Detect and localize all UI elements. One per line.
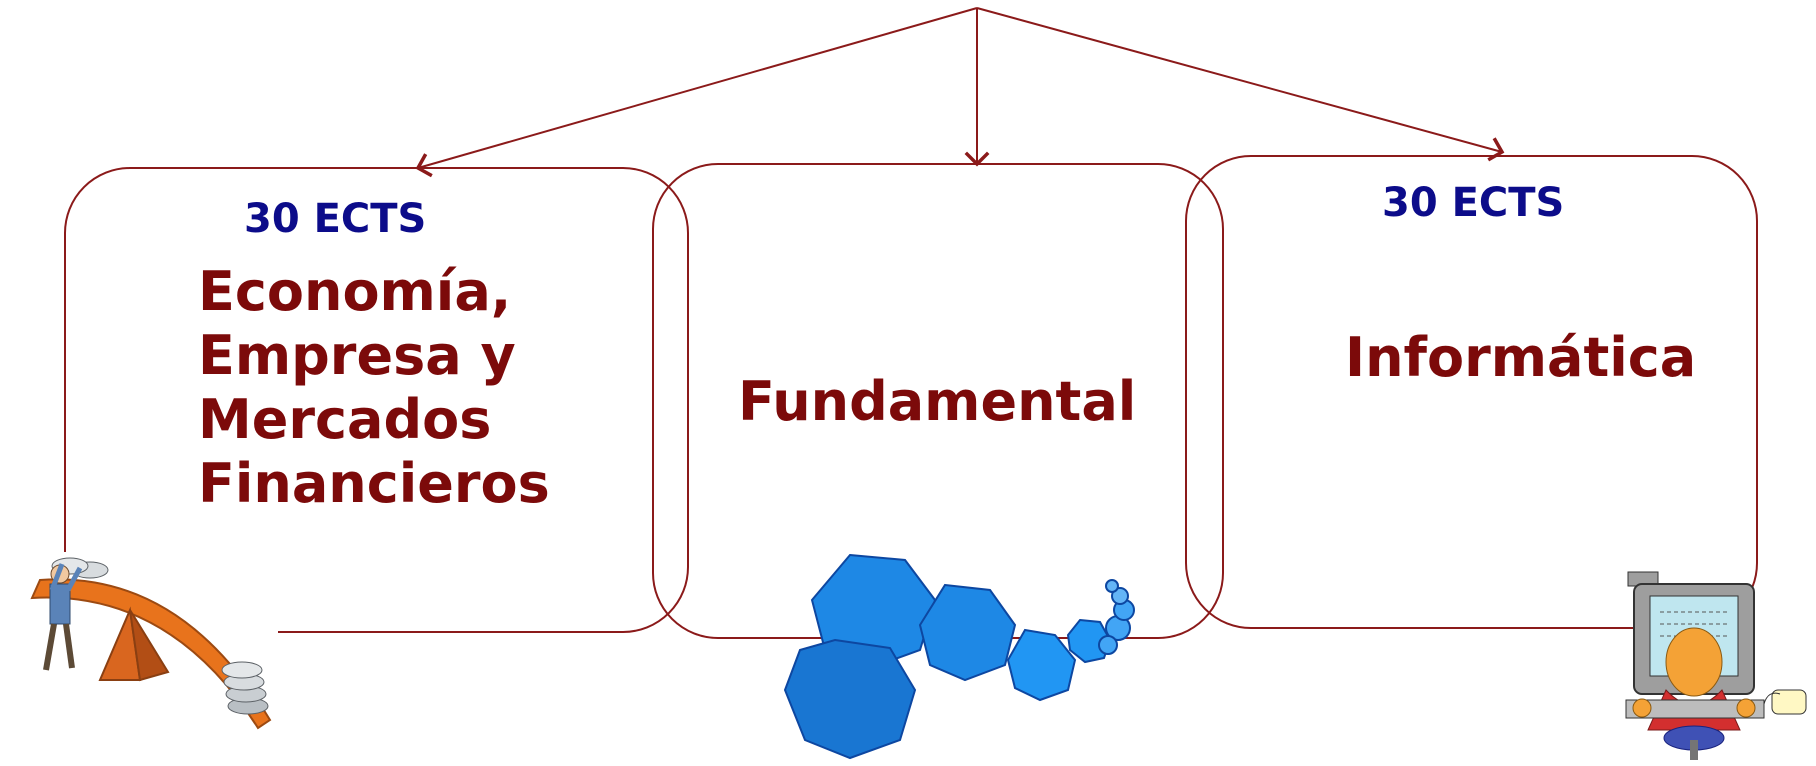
left-box-ects-label: 30 ECTS (244, 196, 427, 242)
arrow-to-right-box (976, 7, 1505, 162)
left-box-title-line: Empresa y (198, 324, 516, 387)
person-at-computer-illustration (1625, 571, 1807, 760)
middle-box-title: Fundamental (738, 370, 1137, 433)
blue-molecule-chain-illustration (783, 553, 1135, 760)
left-box-title: Economía, Empresa y Mercados Financieros (198, 260, 550, 516)
right-box-ects-label: 30 ECTS (1382, 180, 1565, 226)
left-box-title-line: Economía, (198, 260, 512, 323)
right-box-title: Informática (1345, 326, 1697, 389)
balance-scale-coins-illustration (10, 552, 278, 742)
left-box (64, 167, 689, 633)
arrow-to-left-box (415, 7, 978, 178)
right-box (1185, 155, 1758, 629)
left-box-title-line: Financieros (198, 452, 550, 515)
left-box-title-line: Mercados (198, 388, 492, 451)
